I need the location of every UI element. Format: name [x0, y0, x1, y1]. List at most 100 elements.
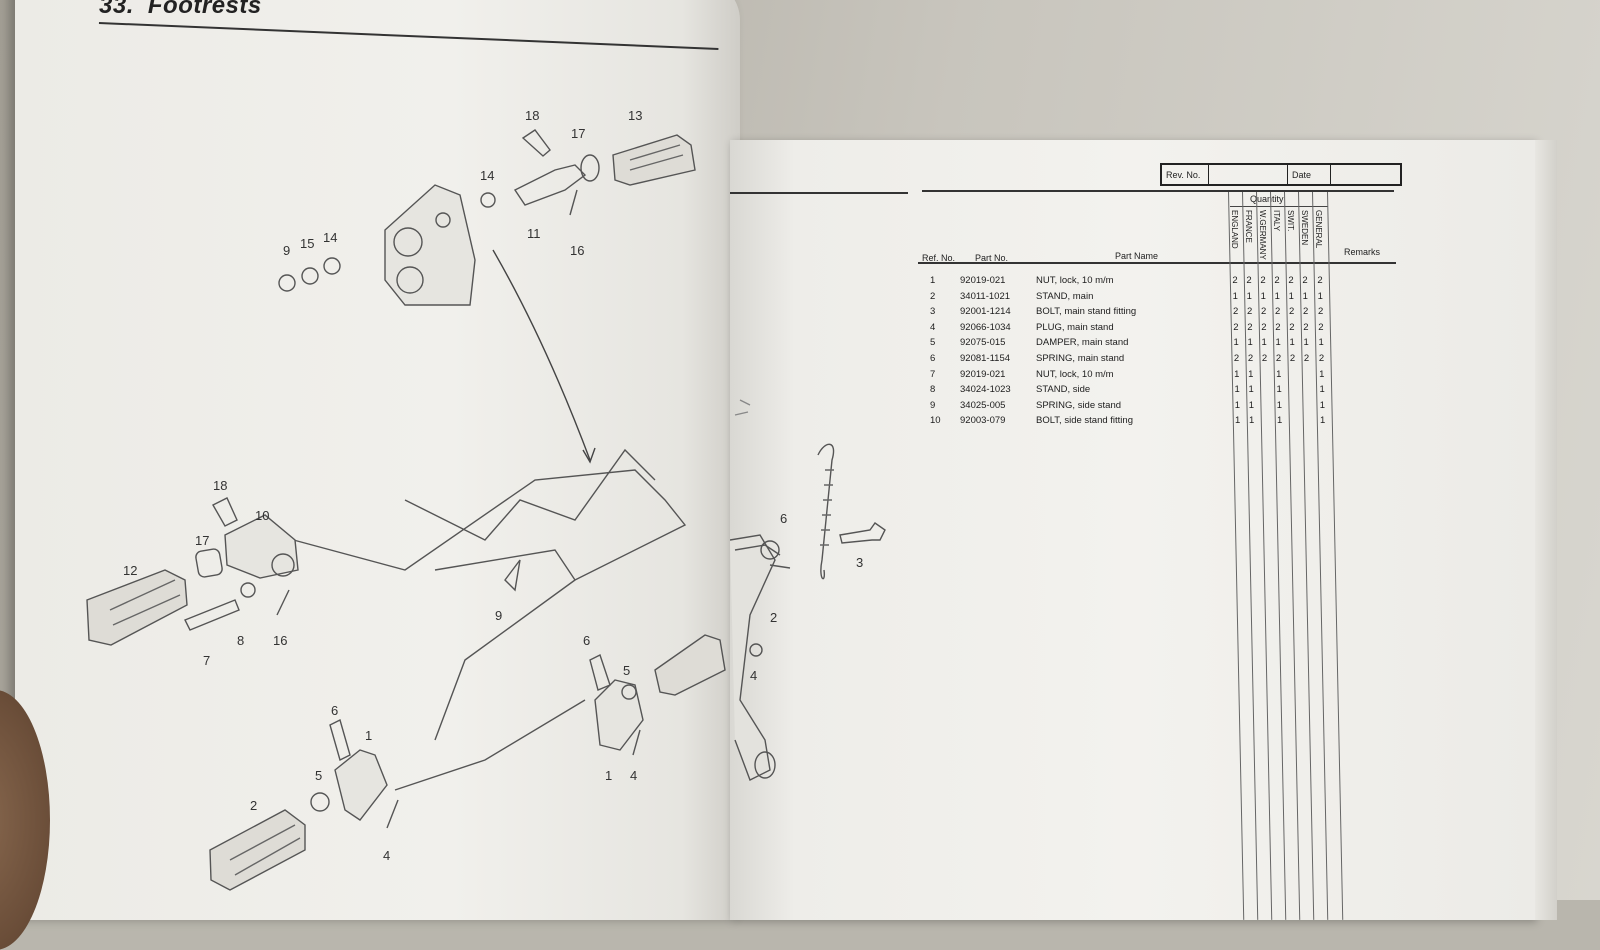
frame [274, 469, 687, 581]
callout-8: 8 [237, 633, 244, 648]
part-name: SPRING, side stand [1036, 399, 1122, 411]
qty-cell: 1 [1249, 415, 1255, 427]
revision-box: Rev. No. Date [1160, 163, 1402, 186]
qty-cell: 2 [1274, 306, 1281, 318]
country-swit: SWIT. [1286, 210, 1295, 232]
qty-cell: 2 [1317, 275, 1323, 286]
qty-cell: 1 [1277, 415, 1283, 427]
qty-cell: 1 [1276, 384, 1282, 396]
qty-cell: 1 [1289, 337, 1295, 349]
washer-14b [323, 257, 341, 275]
qty-cell: 2 [1260, 306, 1267, 318]
country-general: GENERAL [1314, 210, 1323, 249]
callout-16b: 16 [273, 633, 287, 648]
part-name: DAMPER, main stand [1036, 337, 1129, 349]
ref-no: 8 [930, 384, 936, 396]
country-w-germany: W.GERMANY [1258, 210, 1267, 260]
part-no: 92066-1034 [960, 321, 1011, 333]
qty-cell: 2 [1303, 353, 1310, 364]
ref-no: 7 [930, 368, 936, 380]
pin-4 [386, 799, 399, 829]
left-page: 33. Footrests [15, 0, 740, 920]
callout-2-right: 2 [770, 610, 777, 625]
ref-no: 9 [930, 399, 936, 411]
callout-3-right: 3 [856, 555, 863, 570]
section-title: 33. Footrests [99, 0, 262, 20]
pin-16b [276, 589, 290, 616]
header-rule [918, 262, 1396, 264]
bracket-1b [594, 679, 644, 751]
callout-18: 18 [525, 108, 539, 123]
qty-cell: 2 [1233, 353, 1240, 364]
spring-6 [817, 443, 835, 580]
qty-cell: 1 [1276, 399, 1283, 411]
callout-6-right: 6 [780, 511, 787, 526]
callout-6: 6 [331, 703, 338, 718]
qty-cell: 2 [1302, 306, 1309, 318]
ref-no: 5 [930, 337, 936, 349]
bolt-7 [184, 599, 240, 631]
part-no: 92075-015 [960, 337, 1006, 349]
qty-cell: 1 [1318, 337, 1324, 349]
qty-cell: 2 [1247, 321, 1253, 333]
ref-no: 10 [930, 415, 941, 427]
callout-13: 13 [628, 108, 642, 123]
callout-9: 9 [283, 243, 290, 258]
callout-17: 17 [571, 126, 585, 141]
qty-cell: 1 [1276, 368, 1282, 380]
qty-cell: 1 [1234, 384, 1240, 396]
footpeg-2 [209, 809, 306, 891]
qty-cell: 1 [1248, 384, 1254, 396]
footpeg-right [654, 634, 726, 696]
part-name: SPRING, main stand [1036, 353, 1125, 364]
footpeg-13 [612, 134, 696, 186]
qty-cell: 2 [1260, 275, 1266, 286]
country-sweden: SWEDEN [1300, 210, 1309, 246]
col-ref-no: Ref. No. [922, 253, 956, 263]
ref-no: 3 [930, 306, 936, 318]
qty-cell: 1 [1248, 399, 1255, 411]
col-part-no: Part No. [975, 253, 1009, 263]
section-title-text: Footrests [147, 0, 262, 19]
qty-cell: 1 [1248, 368, 1254, 380]
part-no: 34024-1023 [960, 384, 1011, 396]
part-name: STAND, main [1036, 290, 1094, 302]
part-no: 34025-005 [960, 399, 1006, 411]
part-no: 34011-1021 [960, 290, 1011, 302]
callout-7: 7 [203, 653, 210, 668]
callout-4: 4 [383, 848, 390, 863]
qty-cell: 1 [1232, 290, 1238, 302]
bolt-18b [212, 497, 238, 527]
qty-cell: 1 [1302, 290, 1308, 302]
bracket-1 [334, 749, 388, 821]
qty-cell: 1 [1303, 337, 1309, 349]
col-remarks: Remarks [1344, 247, 1381, 257]
rev-value [1209, 165, 1288, 184]
callout-14: 14 [480, 168, 494, 183]
qty-cell: 1 [1234, 399, 1241, 411]
quantity-label: Quantity [1250, 194, 1284, 204]
bolt-18 [521, 129, 551, 157]
qty-cell: 2 [1274, 275, 1280, 286]
part-name: NUT, lock, 10 m/m [1036, 368, 1114, 380]
bracket-10 [224, 514, 299, 579]
qty-cell: 1 [1319, 368, 1325, 380]
qty-cell: 1 [1275, 337, 1281, 349]
qty-cell: 1 [1274, 290, 1280, 302]
footpeg-12 [86, 569, 188, 646]
part-no: 92003-079 [960, 415, 1006, 427]
callout-4-right: 4 [750, 668, 757, 683]
country-france: FRANCE [1244, 210, 1253, 243]
bolt-6 [329, 718, 351, 762]
qty-cell: 1 [1247, 337, 1253, 349]
page-number: 43 [1537, 901, 1549, 912]
washer-15 [301, 267, 319, 285]
qty-cell: 2 [1289, 321, 1295, 333]
callout-5: 5 [315, 768, 322, 783]
section-number: 33. [99, 0, 134, 19]
callout-15: 15 [300, 236, 314, 251]
ref-no: 6 [930, 353, 936, 364]
